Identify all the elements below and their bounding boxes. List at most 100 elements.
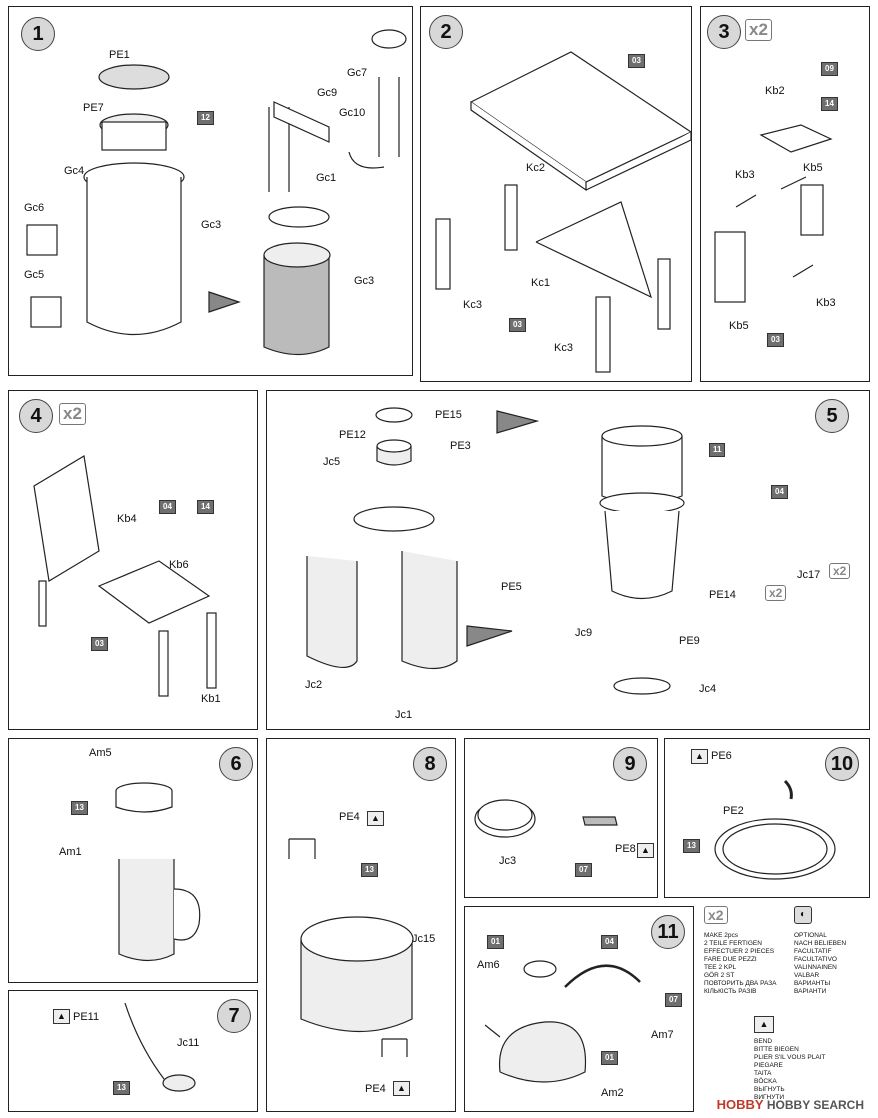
step-2-drawing [435, 51, 691, 373]
paint-tag-13: 13 [361, 863, 378, 877]
label-gc10: Gc10 [339, 107, 366, 119]
legend-text: FARE DUE PEZZI [704, 956, 757, 963]
step-6-drawing [115, 782, 201, 962]
step-5-drawing [306, 407, 685, 695]
label-jc5: Jc5 [323, 456, 341, 468]
label-pe7: PE7 [83, 102, 104, 114]
watermark-text: HOBBY SEARCH [766, 1098, 864, 1112]
step-9-panel: 9 Jc3 PE8 ▲ 07 [464, 738, 658, 898]
label-pe9: PE9 [679, 635, 700, 647]
label-kb3-lower: Kb3 [816, 297, 836, 309]
legend-text: PIEGARE [754, 1062, 783, 1069]
label-pe5: PE5 [501, 581, 522, 593]
label-gc9: Gc9 [317, 87, 338, 99]
legend-text: MAKE 2pcs [704, 932, 738, 939]
label-pe2: PE2 [723, 805, 744, 817]
legend-text: ПОВТОРИТЬ ДВА РАЗА [704, 980, 777, 987]
legend-text: ВЫГНУТЬ [754, 1086, 785, 1093]
bend-icon: ▲ [637, 843, 654, 858]
step-3-number: 3 [707, 15, 741, 49]
legend-text: FACULTATIVO [794, 956, 837, 963]
step-10-number: 10 [825, 747, 859, 781]
label-kb5-lower: Kb5 [729, 320, 749, 332]
label-am6: Am6 [477, 959, 500, 971]
step-2-panel: 2 Kc2 Kc1 Kc3 Kc3 03 03 [420, 6, 692, 382]
paint-tag-13: 13 [113, 1081, 130, 1095]
legend-make-2: MAKE 2pcs 2 TEILE FERTIGEN EFFECTUER 2 P… [704, 932, 777, 996]
legend: x2 ◐ MAKE 2pcs 2 TEILE FERTIGEN EFFECTUE… [702, 906, 872, 1106]
label-pe8: PE8 [615, 843, 636, 855]
step-9-number: 9 [613, 747, 647, 781]
optional-icon: ◐ [794, 906, 812, 924]
label-kc3-right: Kc3 [554, 342, 573, 354]
legend-text: КІЛЬКІСТЬ РАЗІВ [704, 988, 757, 995]
step-4-drawing [33, 455, 217, 697]
legend-text: EFFECTUER 2 PIECES [704, 948, 775, 955]
legend-text: 2 TEILE FERTIGEN [704, 940, 762, 947]
legend-text: GÖR 2 ST [704, 972, 735, 979]
label-jc3: Jc3 [499, 855, 517, 867]
legend-text: PLIER S'IL VOUS PLAIT [754, 1054, 826, 1061]
paint-tag-07: 07 [575, 863, 592, 877]
step-5-number: 5 [815, 399, 849, 433]
step-9-drawing [474, 799, 618, 838]
watermark: HOBBY HOBBY SEARCH [717, 1097, 864, 1112]
paint-tag-01-top: 01 [487, 935, 504, 949]
paint-tag-14: 14 [821, 97, 838, 111]
label-gc4: Gc4 [64, 165, 85, 177]
label-kc1: Kc1 [531, 277, 550, 289]
step-7-drawing [124, 1002, 196, 1092]
step-1-number: 1 [21, 17, 55, 51]
label-am2: Am2 [601, 1087, 624, 1099]
legend-text: ВИГНУТИ [754, 1094, 784, 1101]
legend-times-2-text: x2 [704, 906, 728, 924]
label-jc1: Jc1 [395, 709, 413, 721]
step-6-panel: 6 Am5 Am1 13 [8, 738, 258, 983]
legend-bend-icon: ▲ [754, 1016, 774, 1033]
label-kb5-upper: Kb5 [803, 162, 823, 174]
label-gc3-left: Gc3 [201, 219, 222, 231]
paint-tag-04: 04 [771, 485, 788, 499]
step-11-number: 11 [651, 915, 685, 949]
bend-icon-bottom: ▲ [393, 1081, 410, 1096]
label-pe11: PE11 [73, 1011, 100, 1023]
step-11-drawing [484, 960, 641, 1083]
legend-text: FACULTATIF [794, 948, 832, 955]
bend-icon: ▲ [53, 1009, 70, 1024]
paint-tag-13: 13 [683, 839, 700, 853]
times-2: x2 [59, 403, 86, 425]
label-pe12: PE12 [339, 429, 366, 441]
step-2-number: 2 [429, 15, 463, 49]
step-6-number: 6 [219, 747, 253, 781]
jc17-times-2: x2 [829, 563, 851, 579]
paint-tag-04: 04 [601, 935, 618, 949]
label-jc15: Jc15 [412, 933, 436, 945]
legend-text: BITTE BIEGEN [754, 1046, 799, 1053]
bend-icon-top: ▲ [367, 811, 384, 826]
legend-text: OPTIONAL [794, 932, 827, 939]
label-jc2: Jc2 [305, 679, 323, 691]
label-pe14: PE14 [709, 589, 736, 601]
label-kb3-upper: Kb3 [735, 169, 755, 181]
bend-icon: ▲ [691, 749, 708, 764]
step-3-panel: 3 x2 Kb2 Kb3 Kb5 Kb3 Kb5 09 14 03 [700, 6, 870, 382]
legend-times-2-icon: x2 [704, 906, 728, 924]
step-4-number: 4 [19, 399, 53, 433]
legend-text: BÖCKA [754, 1078, 777, 1085]
paint-tag-03: 03 [767, 333, 784, 347]
paint-tag-09: 09 [821, 62, 838, 76]
paint-tag-top: 03 [628, 54, 645, 68]
legend-text: ВАРІАНТИ [794, 988, 827, 995]
legend-text: TAITA [754, 1070, 772, 1077]
legend-text: VALINNAINEN [794, 964, 837, 971]
step-3-drawing [714, 124, 833, 303]
times-2-badge: x2 [745, 19, 772, 41]
label-gc3-right: Gc3 [354, 275, 375, 287]
step-11-panel: 11 Am6 Am7 Am2 01 04 07 01 [464, 906, 694, 1112]
step-5-panel: 5 PE15 PE12 PE3 Jc5 Jc2 Jc1 PE5 Jc9 PE9 … [266, 390, 870, 730]
legend-text: BEND [754, 1038, 773, 1045]
legend-optional: OPTIONAL NACH BELIEBEN FACULTATIF FACULT… [794, 932, 846, 996]
paint-tag: 12 [197, 111, 214, 125]
paint-tag-13: 13 [71, 801, 88, 815]
step-8-drawing [288, 838, 414, 1057]
